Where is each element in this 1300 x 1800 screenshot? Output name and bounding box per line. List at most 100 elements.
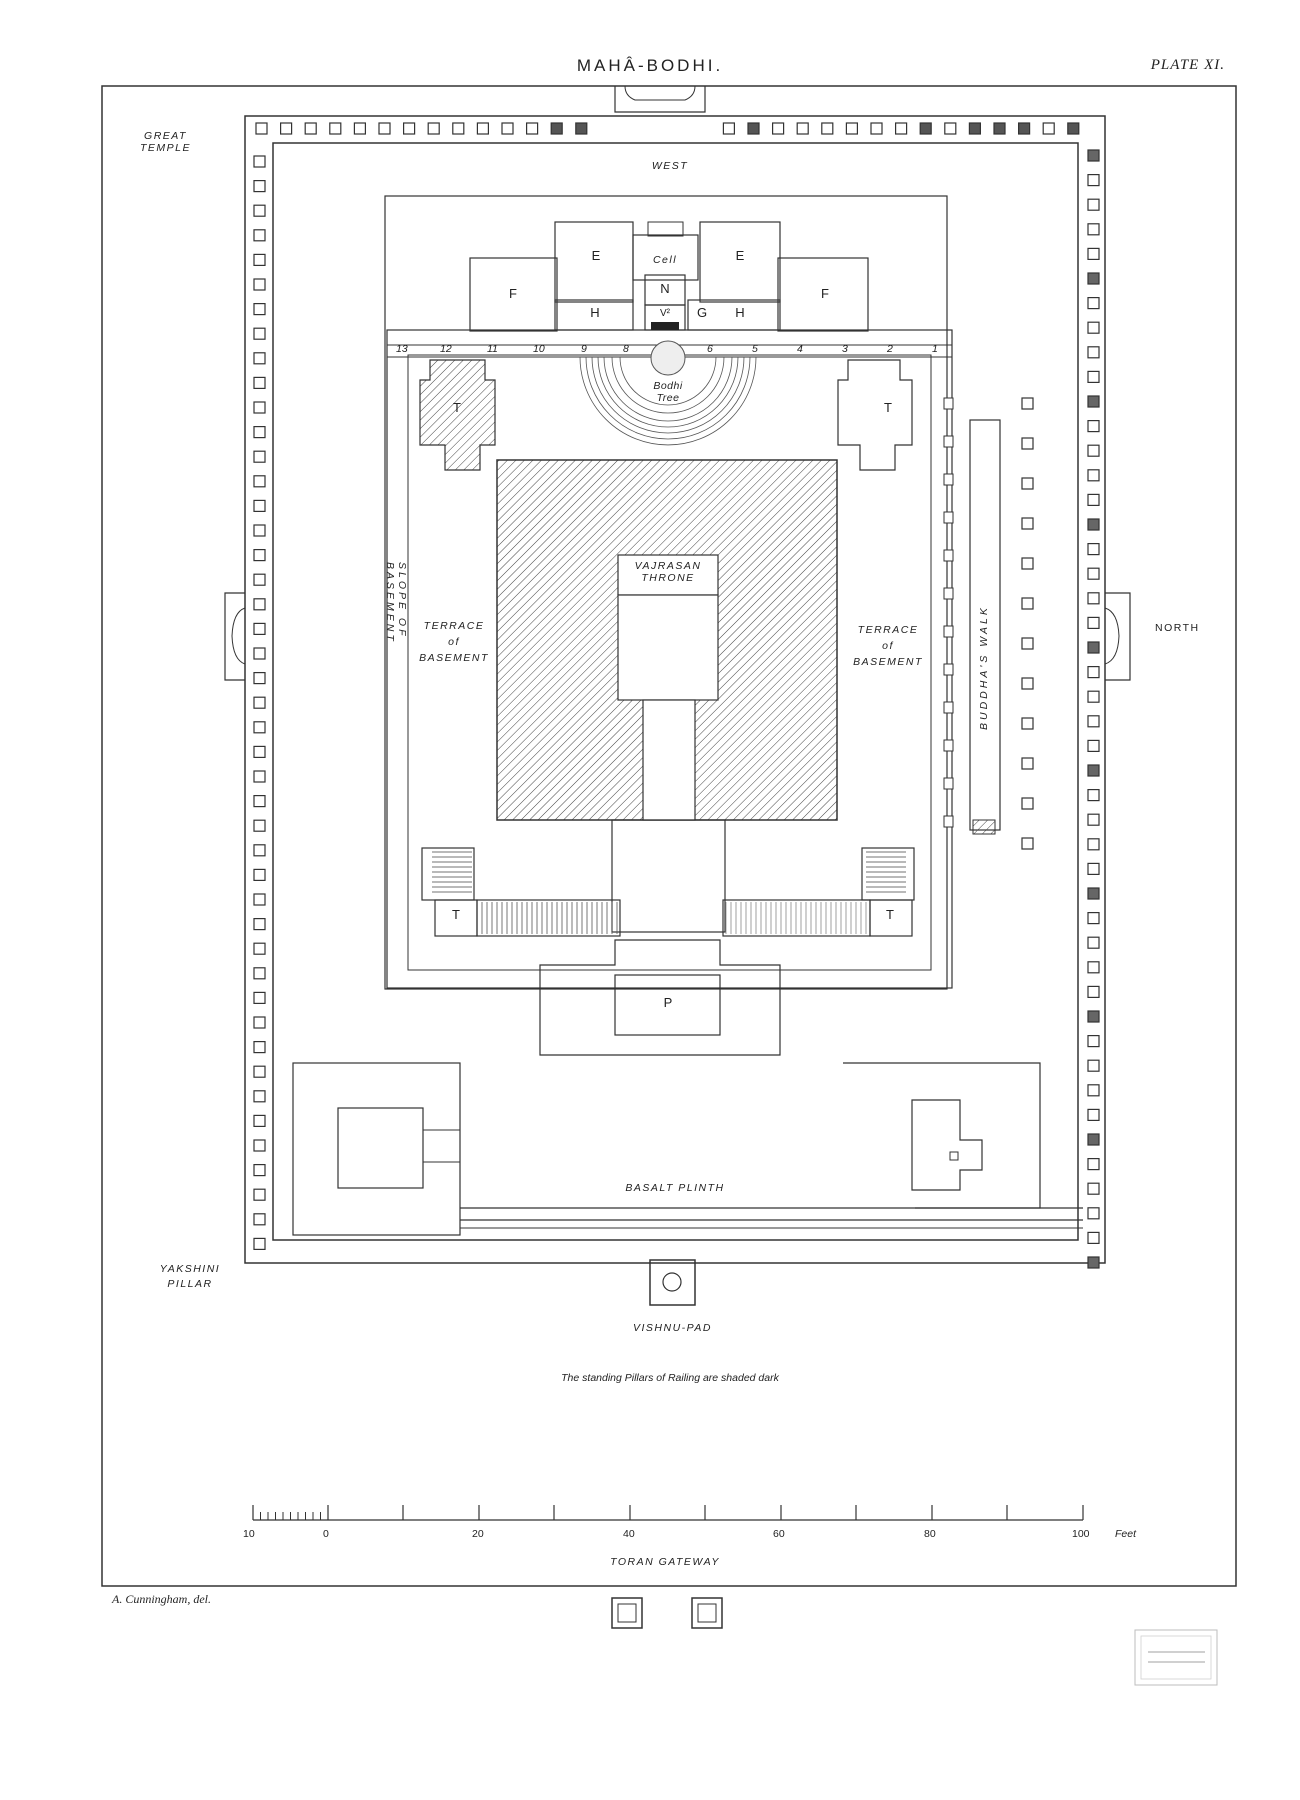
railing-pillar [1087, 641, 1100, 654]
sanctum [617, 594, 719, 701]
railing-pillar [1087, 961, 1100, 974]
railing-pillar [796, 122, 809, 135]
railing-pillar [1087, 788, 1100, 802]
railing-pillar [253, 745, 266, 759]
room-G-label: G [696, 305, 708, 320]
railing-pillar [253, 499, 266, 512]
bodhi-tree-rings [579, 356, 757, 446]
railing-pillar [575, 122, 588, 135]
railing-pillar [280, 122, 293, 135]
scale-tick-label: 60 [773, 1528, 785, 1540]
plate-frame [101, 85, 1237, 1587]
railing-pillar [253, 278, 266, 291]
railing-pillar [1017, 122, 1031, 135]
railing-pillar [1087, 370, 1100, 383]
toran-pillar-left [611, 1597, 643, 1629]
walk-inner-pillar [943, 625, 954, 638]
railing-pillar [1087, 272, 1100, 285]
shrine-T-southwest [419, 359, 496, 471]
railing-pillar [253, 450, 266, 463]
vajrasan-line-2: THRONE [641, 572, 695, 584]
terrace-left-line-1: TERRACE [423, 620, 485, 632]
railing-pillar [253, 180, 266, 193]
railing-pillar [253, 303, 266, 316]
room-F-left [469, 257, 558, 332]
colonnade-south [476, 899, 621, 937]
railing-pillar [253, 721, 266, 734]
railing-pillar [1087, 567, 1100, 580]
step-number: 9 [581, 343, 587, 355]
walk-pillar [1021, 717, 1034, 730]
terrace-left-line-2: of [448, 636, 460, 648]
railing-pillars-left [253, 155, 266, 1251]
railing-pillar [1087, 715, 1100, 728]
railing-pillar [253, 1213, 266, 1226]
step-number: 4 [797, 343, 803, 355]
railing-pillar [253, 647, 266, 660]
room-F-right [777, 257, 869, 332]
porch-P [614, 974, 721, 1036]
railing-pillar [353, 122, 366, 135]
railing-pillar [253, 696, 266, 709]
railing-pillar [253, 794, 266, 808]
step-number: 13 [396, 343, 408, 355]
railing-pillar [253, 1237, 266, 1251]
terrace-left-line-3: BASEMENT [419, 652, 489, 664]
railing-pillar [1087, 395, 1100, 408]
room-E-right-label: E [735, 248, 745, 263]
toran-gateway-label: TORAN GATEWAY [610, 1556, 720, 1568]
vishnu-pad [649, 1259, 696, 1306]
walk-pillar [1021, 637, 1034, 650]
south-side-gate [224, 592, 245, 681]
walk-pillar [1021, 837, 1034, 850]
railing-pillar [253, 1065, 266, 1078]
scale-tick-label: 10 [243, 1528, 255, 1540]
railing-pillar [1087, 223, 1100, 236]
railing-pillar [1042, 122, 1055, 135]
railing-pillar [253, 671, 266, 685]
railing-pillar [870, 122, 883, 135]
walk-inner-pillar [943, 587, 954, 600]
vishnu-pad-label: VISHNU-PAD [633, 1322, 712, 1334]
railing-pillar [253, 327, 266, 340]
railing-pillar [476, 122, 489, 135]
railing-pillar [1087, 542, 1100, 556]
walk-inner-pillar [943, 815, 954, 828]
railing-pillar [253, 1040, 266, 1054]
walk-pillar [1021, 557, 1034, 570]
walk-inner-pillar [943, 663, 954, 676]
railing-pillar [1087, 764, 1100, 777]
railing-pillar [253, 548, 266, 562]
walk-pillars [1021, 397, 1034, 850]
railing-pillar [253, 1016, 266, 1029]
buddhas-walk-label: BUDDHA'S WALK [978, 605, 990, 730]
plate-title: MAHÂ-BODHI. [576, 56, 724, 75]
railing-pillar [427, 122, 440, 135]
walk-pillar [1021, 397, 1034, 410]
walk-inner-pillar [943, 397, 954, 410]
room-H-right-label: H [735, 305, 745, 320]
railing-pillar [1087, 444, 1100, 457]
walk-inner-pillars [943, 397, 954, 828]
terrace-right-line-3: BASEMENT [853, 656, 923, 668]
north-side-gate [1105, 592, 1131, 681]
railing-pillar [1087, 174, 1100, 187]
railing-pillar [253, 622, 266, 636]
terrace-right-label: TERRACE of BASEMENT [852, 622, 924, 670]
scale-tick-label: 80 [924, 1528, 936, 1540]
railing-pillar [1087, 739, 1100, 753]
railing-pillar [1087, 198, 1100, 211]
bodhi-line-1: Bodhi [653, 380, 683, 392]
artist-credit: A. Cunningham, del. [112, 1592, 211, 1606]
railing-pillar [253, 991, 266, 1005]
railing-pillar [1087, 862, 1100, 876]
yakshini-line-2: PILLAR [167, 1278, 213, 1290]
basalt-plinth-label: BASALT PLINTH [625, 1182, 725, 1194]
step-number: 10 [533, 343, 545, 355]
railing-pillar [378, 122, 391, 135]
railing-pillar [1087, 1256, 1100, 1269]
railing-pillar [253, 1114, 266, 1128]
railing-pillar [253, 967, 266, 980]
